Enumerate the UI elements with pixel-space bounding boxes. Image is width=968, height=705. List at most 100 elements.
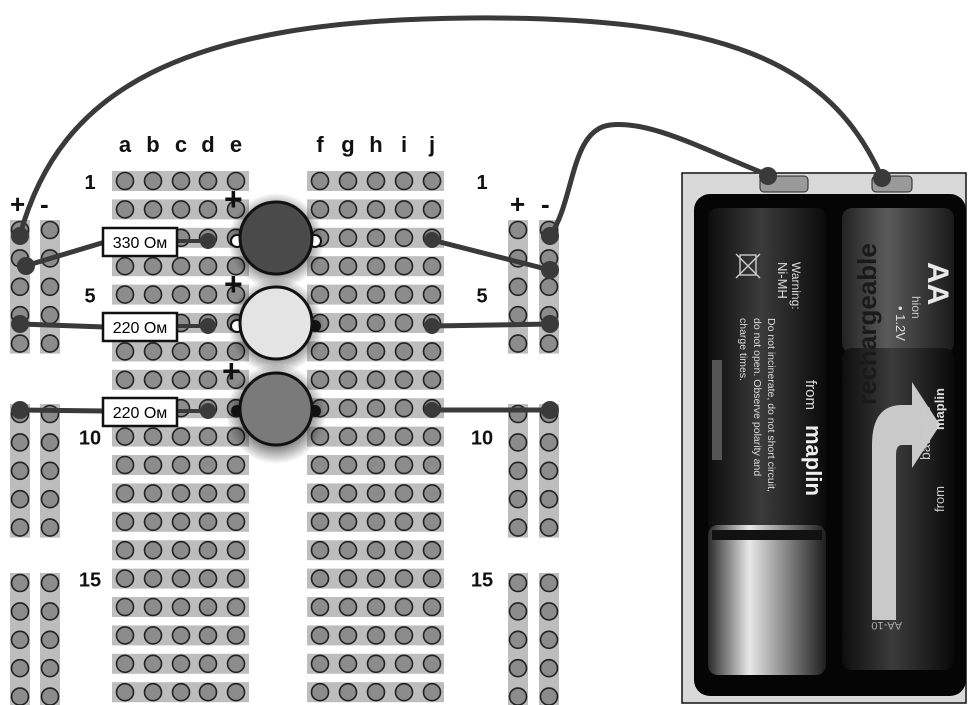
breadboard-hole xyxy=(424,513,441,530)
breadboard-hole xyxy=(145,655,162,672)
breadboard-hole xyxy=(173,627,190,644)
rail-hole xyxy=(510,519,527,536)
breadboard-hole xyxy=(312,173,329,190)
rail-hole xyxy=(541,434,558,451)
breadboard-hole xyxy=(145,286,162,303)
right-cell-brand-text: maplin xyxy=(932,388,947,430)
breadboard-hole xyxy=(228,684,245,701)
rail-hole xyxy=(42,519,59,536)
row-label-right-1: 1 xyxy=(476,172,487,194)
breadboard-hole xyxy=(424,258,441,275)
rail-hole xyxy=(510,307,527,324)
led-plus-symbol: + xyxy=(222,353,241,389)
breadboard-hole xyxy=(368,428,385,445)
rail-hole xyxy=(510,434,527,451)
breadboard-hole xyxy=(340,201,357,218)
rail-hole xyxy=(541,519,558,536)
row-label-left-10: 10 xyxy=(79,428,101,450)
breadboard-hole xyxy=(173,343,190,360)
breadboard-hole xyxy=(117,513,134,530)
wire-left-rail-1 xyxy=(25,242,105,266)
breadboard-hole xyxy=(340,457,357,474)
rail-hole xyxy=(510,462,527,479)
wire-right-rail-1 xyxy=(432,240,550,270)
breadboard-hole xyxy=(340,485,357,502)
rail-hole xyxy=(510,575,527,592)
breadboard-hole xyxy=(228,570,245,587)
breadboard-hole xyxy=(117,457,134,474)
breadboard-hole xyxy=(396,258,413,275)
rail-hole xyxy=(42,278,59,295)
resistor-label: 330 Ом xyxy=(113,235,168,252)
breadboard-hole xyxy=(368,655,385,672)
rail-hole xyxy=(510,631,527,648)
column-labels: abcdefghij xyxy=(119,132,435,157)
breadboard-hole xyxy=(424,286,441,303)
breadboard-hole xyxy=(396,173,413,190)
breadboard-hole xyxy=(368,286,385,303)
breadboard-hole xyxy=(173,457,190,474)
left-rail-plus-symbol: + xyxy=(10,189,25,219)
breadboard-hole xyxy=(117,173,134,190)
rail-hole xyxy=(42,491,59,508)
breadboard-hole xyxy=(228,513,245,530)
breadboard-hole xyxy=(145,599,162,616)
breadboard-hole xyxy=(368,258,385,275)
left-cell-warning-line1: Do not incinerate, do not short circuit, xyxy=(765,318,777,492)
left-cell-chemistry-text: Ni-MH xyxy=(775,262,790,299)
rail-hole xyxy=(12,575,29,592)
column-label-a: a xyxy=(119,132,132,157)
breadboard-hole xyxy=(396,655,413,672)
rail-hole xyxy=(12,688,29,705)
breadboard-hole xyxy=(173,570,190,587)
column-label-d: d xyxy=(201,132,214,157)
rail-hole xyxy=(541,491,558,508)
breadboard-hole xyxy=(200,201,217,218)
breadboard-hole xyxy=(340,343,357,360)
breadboard-hole xyxy=(200,343,217,360)
breadboard-hole xyxy=(312,570,329,587)
right-cell-code-text: AA-10 xyxy=(871,619,902,631)
breadboard-hole xyxy=(200,513,217,530)
rail-hole xyxy=(541,278,558,295)
breadboard-hole xyxy=(145,371,162,388)
breadboard-hole xyxy=(173,599,190,616)
rail-hole xyxy=(510,491,527,508)
breadboard-hole xyxy=(145,684,162,701)
breadboard-hole xyxy=(200,258,217,275)
breadboard-hole xyxy=(200,173,217,190)
rail-hole xyxy=(42,631,59,648)
right-cell-from-text: from xyxy=(932,486,947,512)
rail-hole xyxy=(12,462,29,479)
breadboard-hole xyxy=(396,627,413,644)
resistor-label: 220 Ом xyxy=(113,405,168,422)
breadboard-hole xyxy=(368,201,385,218)
breadboard-hole xyxy=(340,655,357,672)
breadboard-hole xyxy=(200,485,217,502)
breadboard-hole xyxy=(424,684,441,701)
rail-hole xyxy=(541,575,558,592)
breadboard-hole xyxy=(340,286,357,303)
breadboard-hole xyxy=(117,570,134,587)
breadboard-hole xyxy=(117,599,134,616)
breadboard-hole xyxy=(117,343,134,360)
rail-hole xyxy=(42,575,59,592)
breadboard-hole xyxy=(396,229,413,246)
breadboard-hole xyxy=(173,684,190,701)
breadboard-hole xyxy=(340,684,357,701)
row-label-left-15: 15 xyxy=(79,570,101,592)
breadboard-hole xyxy=(117,627,134,644)
column-label-j: j xyxy=(428,132,435,157)
breadboard-hole xyxy=(145,627,162,644)
column-label-c: c xyxy=(175,132,187,157)
breadboard-hole xyxy=(117,286,134,303)
breadboard-hole xyxy=(340,542,357,559)
rail-hole xyxy=(12,631,29,648)
rail-hole xyxy=(42,660,59,677)
left-rail-minus-symbol: - xyxy=(40,189,49,219)
breadboard-hole xyxy=(424,655,441,672)
right-cell-brand-top-text: hion xyxy=(909,296,923,319)
column-label-e: e xyxy=(230,132,242,157)
breadboard-hole xyxy=(312,684,329,701)
row-label-left-1: 1 xyxy=(84,172,95,194)
